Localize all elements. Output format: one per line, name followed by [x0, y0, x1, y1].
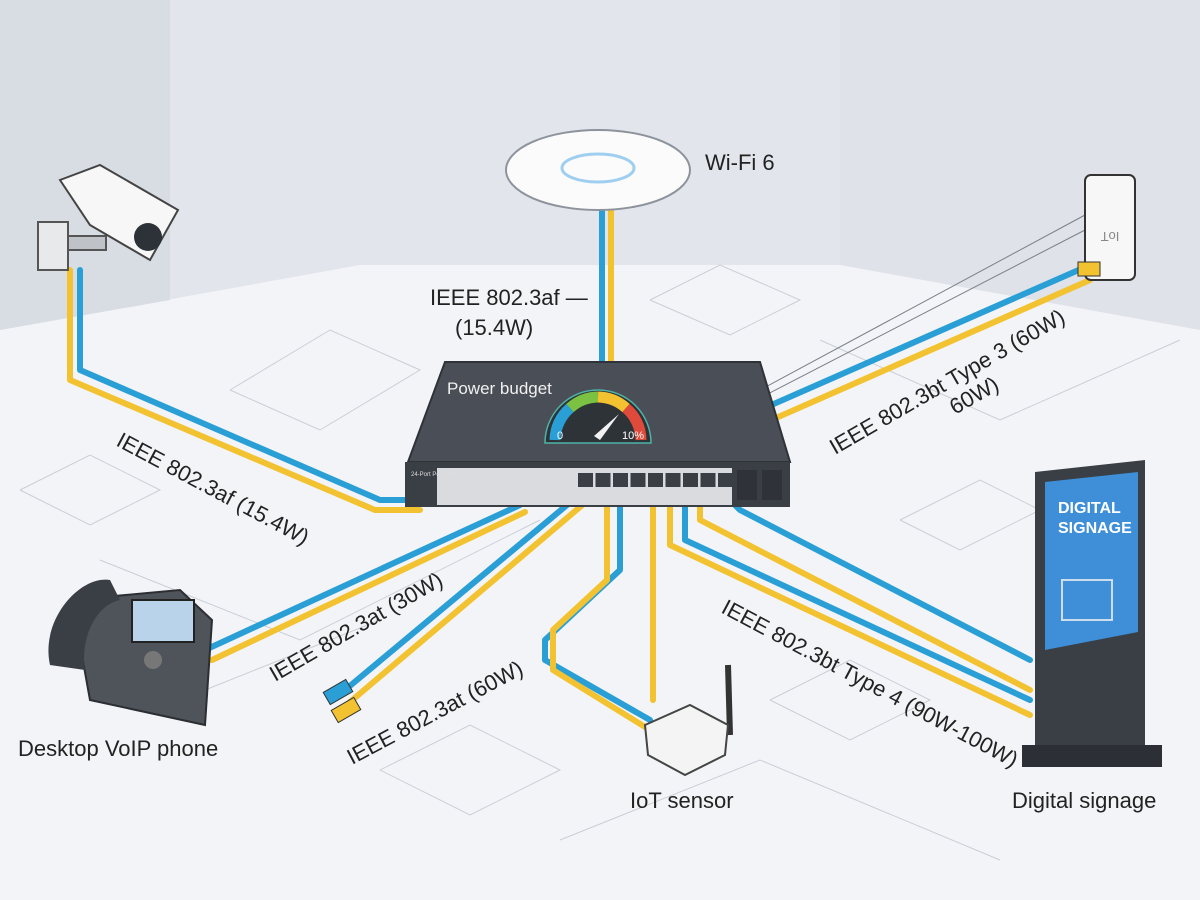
ap-link-label-line1: IEEE 802.3af —: [430, 285, 588, 310]
ethernet-port: [683, 473, 698, 487]
ethernet-port: [665, 473, 681, 487]
left-wall: [0, 0, 170, 330]
security-camera[interactable]: [37, 163, 180, 271]
ethernet-port: [718, 473, 733, 487]
phone-label: Desktop VoIP phone: [18, 736, 218, 761]
ethernet-port: [595, 473, 611, 487]
iot-wall-badge: IoT: [1101, 229, 1120, 244]
floor-grid: [19, 264, 1181, 861]
ethernet-port: [700, 473, 716, 487]
switch-brand: 24-Port PoE Switch: [411, 472, 463, 478]
ethernet-port: [578, 473, 593, 487]
digital-signage[interactable]: DIGITAL SIGNAGE: [1022, 460, 1162, 767]
voip-phone[interactable]: [48, 579, 214, 727]
signage-screen-line1: DIGITAL: [1058, 500, 1121, 517]
gauge-max: 10%: [622, 430, 644, 442]
ethernet-connectors: [322, 678, 362, 724]
signage-label: Digital signage: [1012, 788, 1156, 813]
ap-link-label-line2: (15.4W): [455, 315, 533, 340]
switch-ports: [578, 473, 733, 487]
power-budget-gauge: 0 10%: [544, 389, 652, 444]
iot-wall-device[interactable]: IoT: [1077, 174, 1136, 281]
power-budget-title: Power budget: [447, 379, 552, 398]
access-point-label: Wi-Fi 6: [705, 150, 775, 175]
ethernet-port: [613, 473, 628, 487]
ethernet-port: [630, 473, 646, 487]
gauge-min: 0: [557, 430, 563, 442]
iot-sensor-label: IoT sensor: [630, 788, 734, 813]
signage-screen-line2: SIGNAGE: [1058, 520, 1132, 537]
ethernet-port: [648, 473, 663, 487]
gauge-needle: [594, 414, 619, 440]
iot-sensor[interactable]: [643, 664, 733, 777]
wifi-access-point[interactable]: [505, 129, 691, 211]
